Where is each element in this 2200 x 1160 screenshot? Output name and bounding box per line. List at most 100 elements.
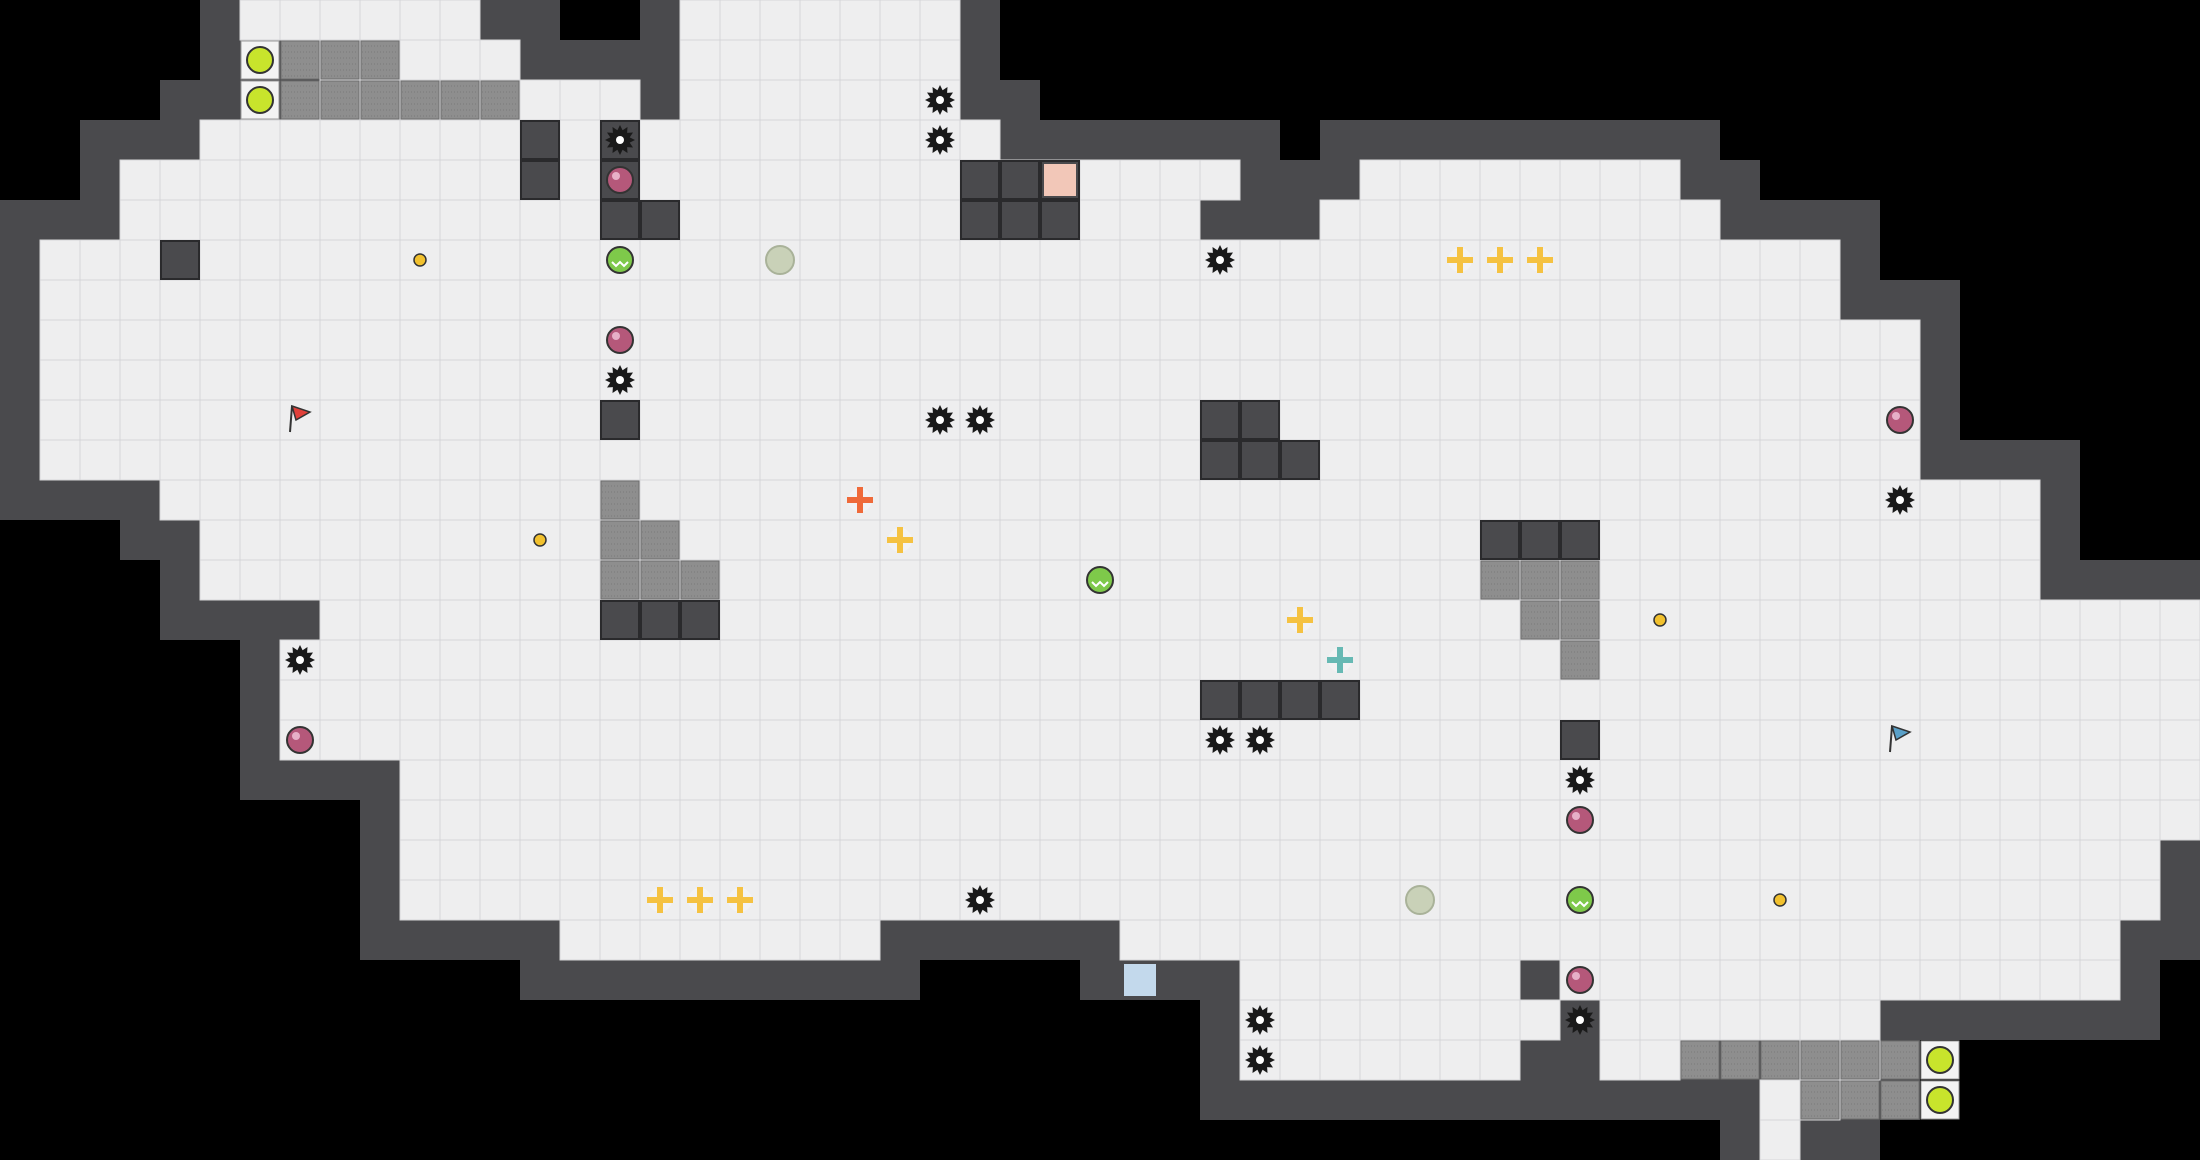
- floor-tile: [399, 639, 441, 681]
- floor-tile: [1599, 639, 1641, 681]
- floor-tile: [719, 239, 761, 281]
- floor-tile: [1279, 879, 1321, 921]
- floor-tile: [559, 439, 601, 481]
- wall-tile: [1200, 120, 1240, 160]
- floor-tile: [1239, 319, 1281, 361]
- spawn-right-icon: [1926, 1086, 1954, 1114]
- floor-tile: [919, 599, 961, 641]
- floor-tile: [959, 479, 1001, 521]
- floor-tile: [2039, 639, 2081, 681]
- floor-tile: [1999, 839, 2041, 881]
- floor-tile: [1519, 759, 1561, 801]
- floor-tile: [2159, 719, 2200, 761]
- floor-tile: [519, 759, 561, 801]
- wall-tile: [80, 200, 120, 240]
- floor-tile: [1519, 399, 1561, 441]
- wall-tile: [1680, 120, 1720, 160]
- floor-tile: [1679, 679, 1721, 721]
- wall-tile: [360, 760, 400, 800]
- grate-tile: [640, 560, 680, 600]
- floor-tile: [879, 599, 921, 641]
- floor-tile: [1279, 479, 1321, 521]
- floor-tile: [1759, 279, 1801, 321]
- floor-tile: [1919, 599, 1961, 641]
- floor-tile: [1279, 319, 1321, 361]
- floor-tile: [1119, 439, 1161, 481]
- floor-tile: [799, 439, 841, 481]
- floor-tile: [399, 119, 441, 161]
- wall-tile: [560, 960, 600, 1000]
- wall-tile: [1920, 1000, 1960, 1040]
- floor-tile: [359, 439, 401, 481]
- wall-tile: [1240, 200, 1280, 240]
- floor-tile: [359, 0, 401, 41]
- floor-tile: [1119, 359, 1161, 401]
- floor-tile: [319, 399, 361, 441]
- floor-tile: [519, 359, 561, 401]
- bomb-icon: [1886, 406, 1914, 434]
- spawn-right-icon: [1926, 1046, 1954, 1074]
- floor-tile: [159, 199, 201, 241]
- floor-tile: [119, 439, 161, 481]
- wall-tile: [2000, 440, 2040, 480]
- floor-tile: [1479, 319, 1521, 361]
- floor-tile: [999, 639, 1041, 681]
- floor-tile: [879, 479, 921, 521]
- floor-tile: [839, 719, 881, 761]
- floor-tile: [1399, 839, 1441, 881]
- floor-tile: [2119, 759, 2161, 801]
- floor-tile: [279, 359, 321, 401]
- floor-tile: [879, 399, 921, 441]
- floor-tile: [1799, 239, 1841, 281]
- floor-tile: [1439, 799, 1481, 841]
- floor-tile: [199, 319, 241, 361]
- floor-tile: [319, 119, 361, 161]
- door-c3d9ec: [1124, 964, 1156, 996]
- wall-tile: [960, 40, 1000, 80]
- floor-tile: [1839, 759, 1881, 801]
- floor-tile: [1159, 519, 1201, 561]
- floor-tile: [1279, 359, 1321, 401]
- floor-tile: [879, 239, 921, 281]
- floor-tile: [919, 759, 961, 801]
- floor-tile: [439, 399, 481, 441]
- wall-tile: [0, 200, 40, 240]
- wall-tile: [1560, 1080, 1600, 1120]
- floor-tile: [479, 519, 521, 561]
- floor-tile: [839, 519, 881, 561]
- floor-tile: [1039, 559, 1081, 601]
- floor-tile: [799, 479, 841, 521]
- floor-tile: [639, 119, 681, 161]
- floor-tile: [1199, 759, 1241, 801]
- floor-tile: [39, 439, 81, 481]
- floor-tile: [479, 159, 521, 201]
- wall-tile: [0, 440, 40, 480]
- floor-tile: [1359, 839, 1401, 881]
- floor-tile: [1679, 199, 1721, 241]
- floor-tile: [839, 279, 881, 321]
- floor-tile: [279, 159, 321, 201]
- floor-tile: [1359, 999, 1401, 1041]
- floor-tile: [759, 839, 801, 881]
- wall-tile: [1920, 320, 1960, 360]
- floor-tile: [399, 359, 441, 401]
- wall-tile: [40, 480, 80, 520]
- wall-tile: [1080, 920, 1120, 960]
- floor-tile: [879, 359, 921, 401]
- wall-tile: [1160, 120, 1200, 160]
- floor-tile: [1639, 999, 1681, 1041]
- floor-tile: [1519, 439, 1561, 481]
- floor-tile: [1399, 639, 1441, 681]
- floor-tile: [1479, 799, 1521, 841]
- bomb-shine: [612, 332, 620, 340]
- floor-tile: [1839, 559, 1881, 601]
- floor-tile: [719, 39, 761, 81]
- floor-tile: [719, 559, 761, 601]
- floor-tile: [1799, 439, 1841, 481]
- spike-center: [616, 376, 624, 384]
- spike-center: [1256, 736, 1264, 744]
- wall-tile: [1840, 280, 1880, 320]
- floor-tile: [439, 799, 481, 841]
- floor-tile: [399, 519, 441, 561]
- floor-tile: [1439, 279, 1481, 321]
